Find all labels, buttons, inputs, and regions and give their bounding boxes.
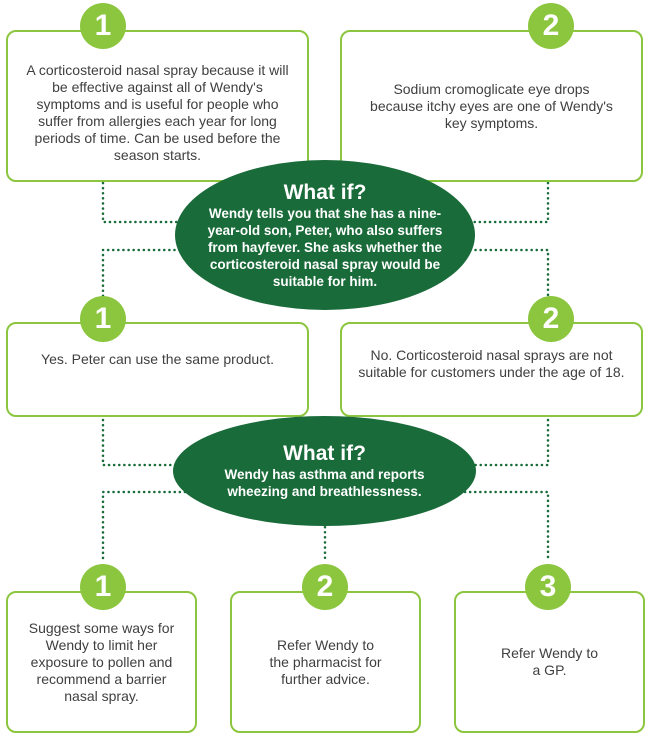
what-if-1-title: What if?	[283, 180, 367, 204]
bottom-option-3-box: Refer Wendy to a GP.	[454, 591, 645, 733]
what-if-oval-2: What if? Wendy has asthma and reports wh…	[173, 416, 476, 526]
bottom-option-2-text: Refer Wendy to the pharmacist for furthe…	[269, 636, 382, 687]
bottom-option-2-number: 2	[302, 564, 348, 610]
middle-option-2-text: No. Corticosteroid nasal sprays are not …	[358, 346, 625, 380]
what-if-1-highlight: nine-year-old son	[207, 205, 442, 238]
what-if-2-text: Wendy has asthma and reports wheezing an…	[224, 467, 425, 499]
middle-option-2-number: 2	[528, 296, 574, 342]
top-option-1-text: A corticosteroid nasal spray because it …	[26, 62, 289, 163]
middle-option-1-text: Yes. Peter can use the same product.	[41, 351, 274, 367]
middle-option-1-box: Yes. Peter can use the same product.	[6, 322, 309, 417]
bottom-option-3-text: Refer Wendy to a GP.	[500, 645, 598, 678]
middle-option-1-number: 1	[80, 296, 126, 342]
middle-option-2-box: No. Corticosteroid nasal sprays are not …	[340, 322, 643, 417]
top-option-2-number: 2	[528, 3, 574, 49]
top-option-2-text: Sodium cromoglicate eye drops because it…	[370, 80, 613, 131]
bottom-option-3-number: 3	[525, 564, 571, 610]
top-option-1-number: 1	[80, 3, 126, 49]
top-option-1-box: A corticosteroid nasal spray because it …	[6, 30, 309, 182]
what-if-2-title: What if?	[283, 442, 366, 465]
top-option-2-box: Sodium cromoglicate eye drops because it…	[340, 30, 643, 182]
bottom-option-1-number: 1	[80, 564, 126, 610]
bottom-option-1-box: Suggest some ways for Wendy to limit her…	[6, 591, 197, 733]
bottom-option-1-text: Suggest some ways for Wendy to limit her…	[28, 619, 175, 704]
what-if-1-text: Wendy tells you that she has a nine-year…	[203, 205, 447, 290]
what-if-1-text-before: Wendy tells you that she has a	[208, 205, 409, 221]
bottom-option-2-box: Refer Wendy to the pharmacist for furthe…	[230, 591, 421, 733]
what-if-1-text-after: , Peter, who also suffers from hayfever.…	[207, 222, 443, 289]
what-if-oval-1: What if? Wendy tells you that she has a …	[175, 160, 475, 310]
